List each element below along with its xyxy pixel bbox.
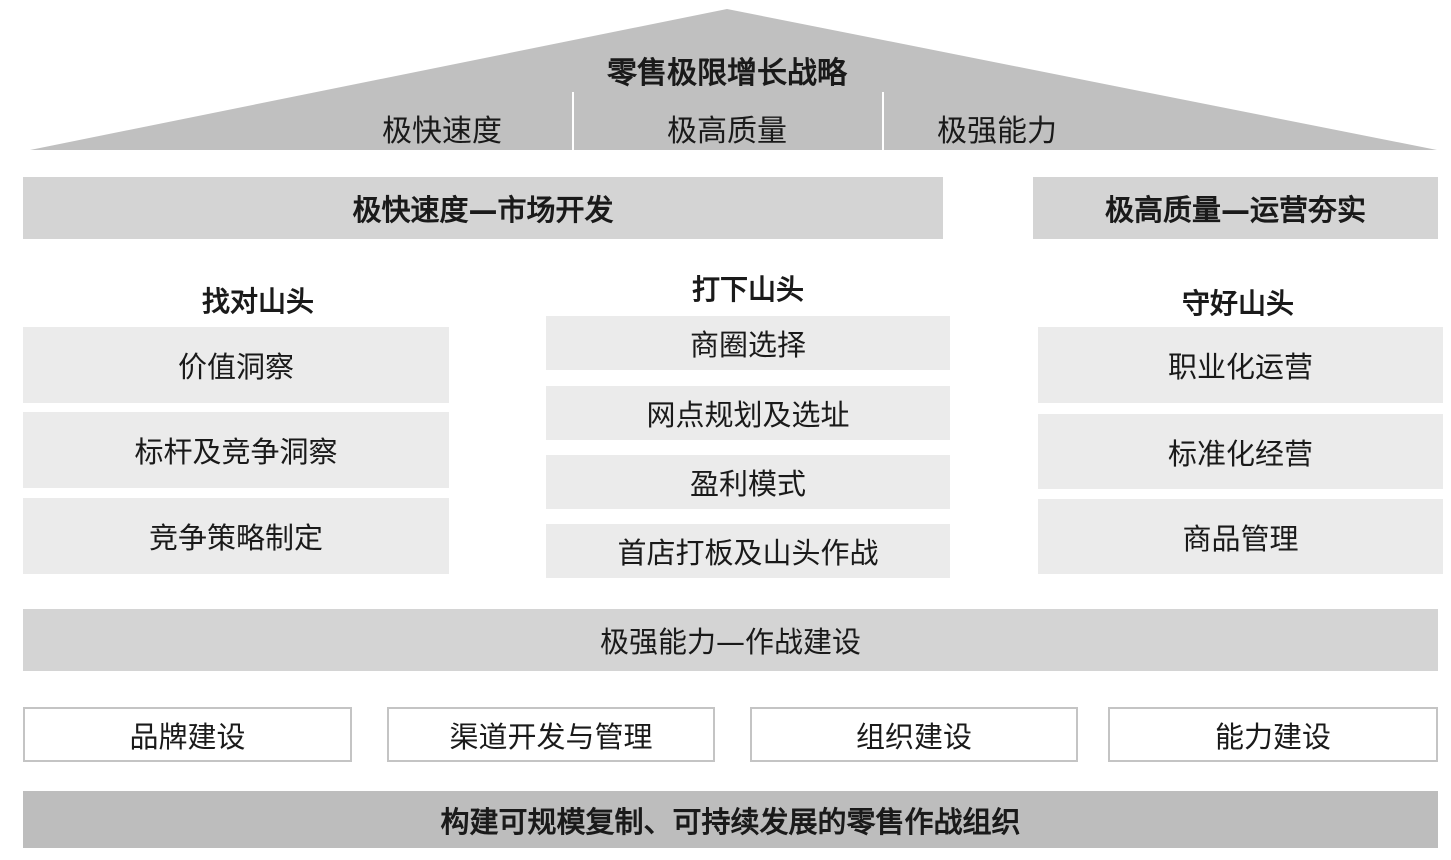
foundation-bar: 构建可规模复制、可持续发展的零售作战组织 bbox=[23, 791, 1438, 848]
roof-shape bbox=[30, 9, 1437, 150]
column-heading-conquer: 打下山头 bbox=[691, 273, 804, 306]
list-item: 商品管理 bbox=[1038, 499, 1443, 574]
list-item: 网点规划及选址 bbox=[546, 386, 950, 440]
capability-box: 渠道开发与管理 bbox=[387, 707, 715, 762]
speed-bar: 极快速度—市场开发 bbox=[23, 177, 943, 239]
capability-bar: 极强能力—作战建设 bbox=[23, 609, 1438, 671]
list-item: 商圈选择 bbox=[546, 316, 950, 370]
list-item: 首店打板及山头作战 bbox=[546, 524, 950, 578]
list-item: 竞争策略制定 bbox=[23, 498, 449, 574]
list-item: 职业化运营 bbox=[1038, 327, 1443, 403]
roof-pillar-speed: 极快速度 bbox=[382, 114, 502, 149]
column-heading-find: 找对山头 bbox=[201, 285, 314, 318]
capability-box: 组织建设 bbox=[750, 707, 1078, 762]
capability-box: 品牌建设 bbox=[23, 707, 352, 762]
list-item: 标准化经营 bbox=[1038, 414, 1443, 489]
roof-pillar-capability: 极强能力 bbox=[937, 114, 1057, 149]
list-item: 价值洞察 bbox=[23, 327, 449, 403]
roof-title: 零售极限增长战略 bbox=[607, 56, 847, 91]
column-heading-hold: 守好山头 bbox=[1181, 287, 1294, 320]
capability-box: 能力建设 bbox=[1108, 707, 1438, 762]
list-item: 标杆及竞争洞察 bbox=[23, 412, 449, 488]
roof-pillar-quality: 极高质量 bbox=[667, 114, 787, 149]
quality-bar: 极高质量—运营夯实 bbox=[1033, 177, 1438, 239]
list-item: 盈利模式 bbox=[546, 455, 950, 509]
